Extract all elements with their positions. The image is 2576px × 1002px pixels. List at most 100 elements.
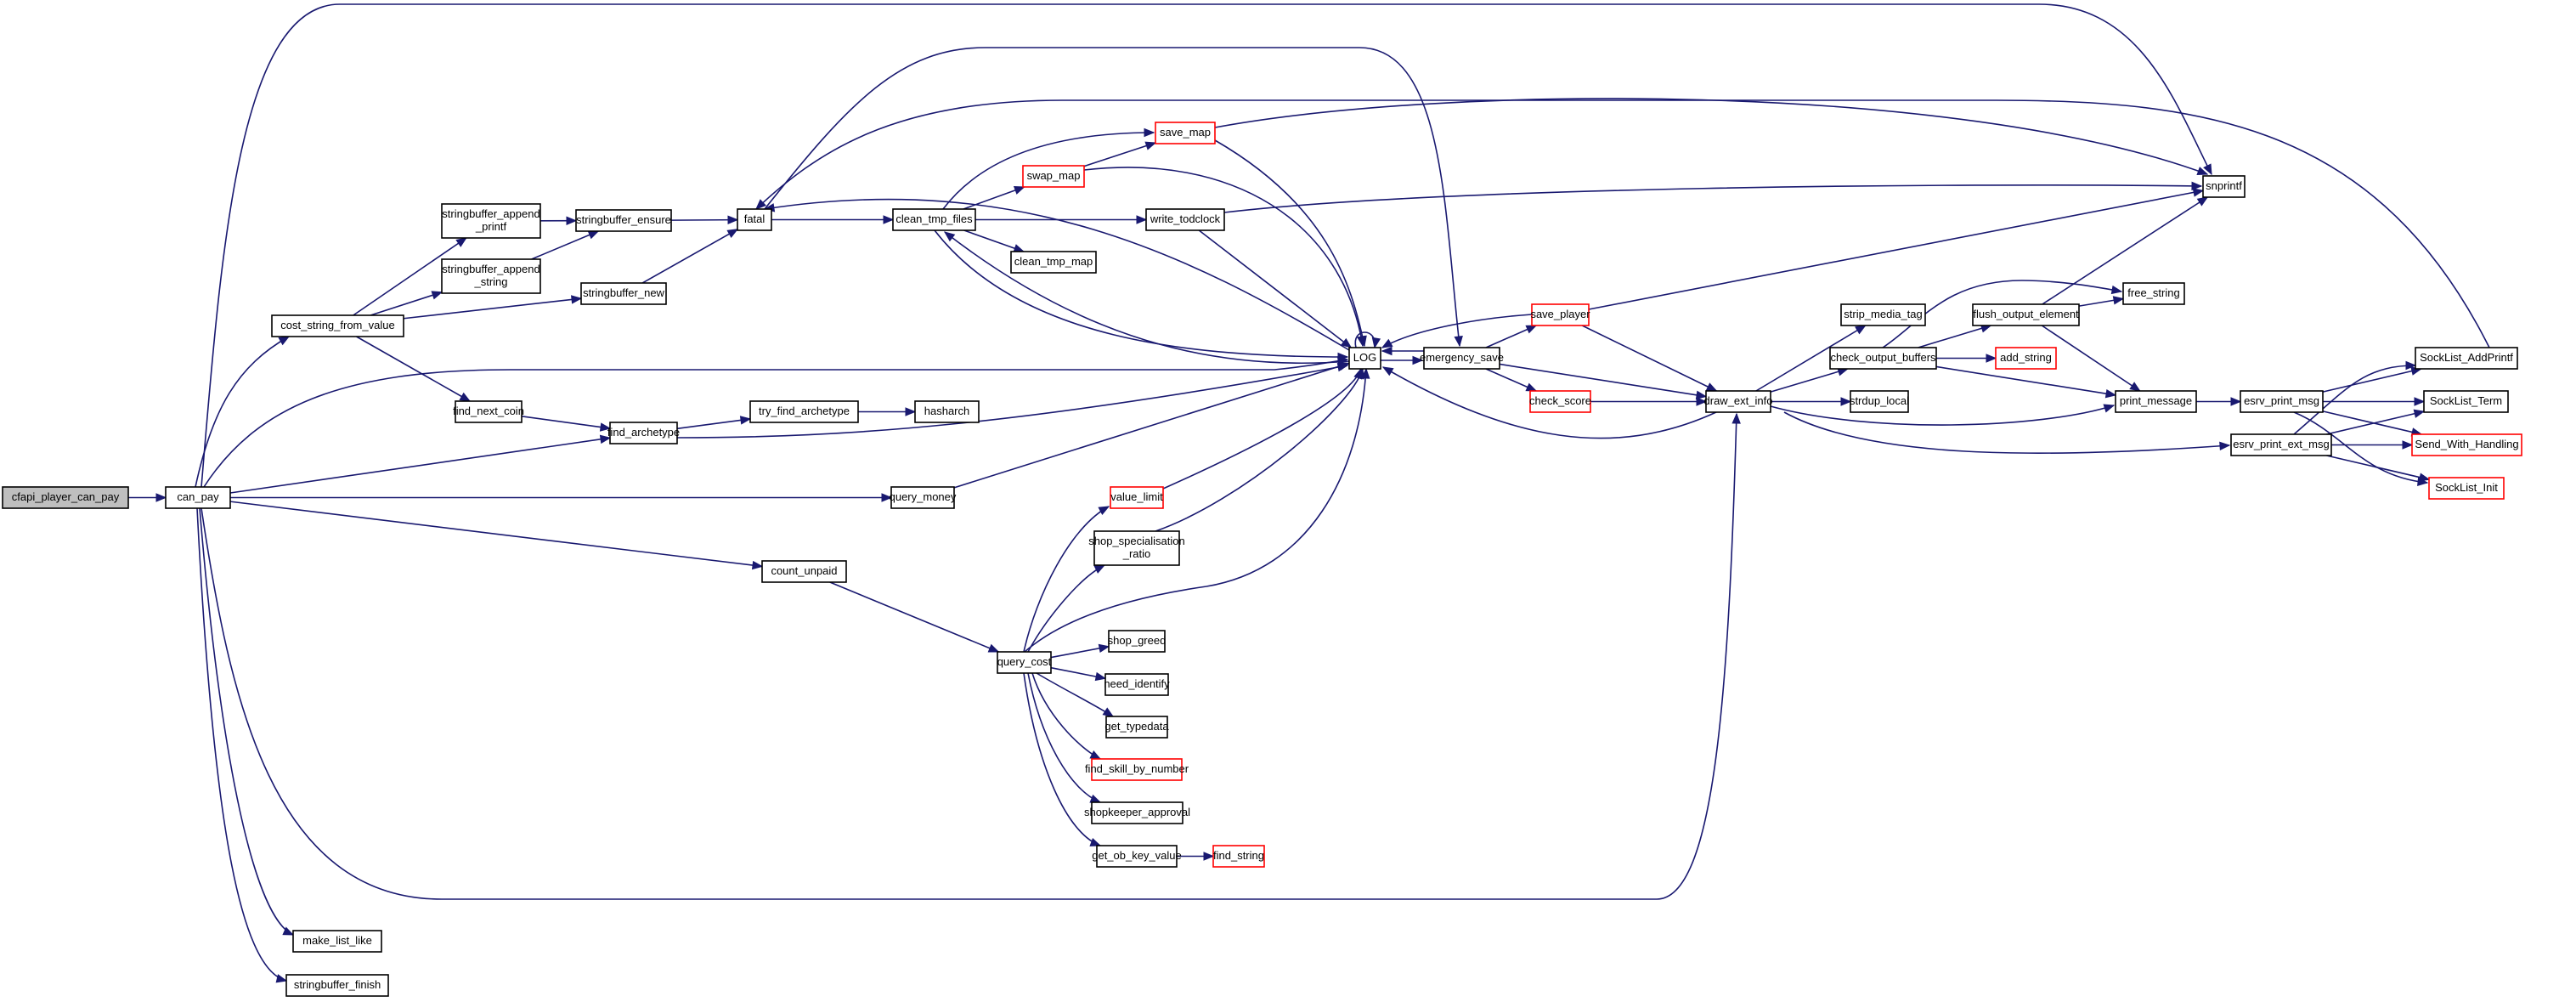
node-box[interactable] [271, 314, 404, 337]
node-stringbuffer-ensure[interactable]: stringbuffer_ensure [575, 209, 672, 232]
node-box[interactable] [1105, 716, 1168, 739]
node-draw-ext-info[interactable]: draw_ext_info [1704, 390, 1773, 413]
node-snprintf[interactable]: snprintf [2202, 175, 2246, 198]
node-shop-greed[interactable]: shop_greed [1108, 630, 1167, 653]
node-box[interactable] [1022, 165, 1085, 188]
node-box[interactable] [2411, 433, 2522, 456]
node-socklist-init[interactable]: SockList_Init [2428, 477, 2505, 500]
node-value-limit[interactable]: value_limit [1110, 486, 1164, 509]
node-box[interactable] [580, 282, 667, 305]
node-check-score[interactable]: check_score [1529, 390, 1591, 413]
node-fatal[interactable]: fatal [737, 208, 772, 231]
node-clean-tmp-map[interactable]: clean_tmp_map [1010, 251, 1097, 274]
node-shop-specialisation-ratio[interactable]: shop_specialisation_ratio [1088, 530, 1185, 566]
node-stringbuffer-new[interactable]: stringbuffer_new [580, 282, 667, 305]
node-find-archetype[interactable]: find_archetype [607, 422, 680, 444]
node-box[interactable] [1145, 208, 1225, 231]
node-send-with-handling[interactable]: Send_With_Handling [2411, 433, 2522, 456]
node-stringbuffer-append-printf[interactable]: stringbuffer_append_printf [441, 203, 541, 239]
node-strdup-local[interactable]: strdup_local [1850, 390, 1909, 413]
node-need-identify[interactable]: need_identify [1104, 673, 1170, 696]
node-stringbuffer-append-string[interactable]: stringbuffer_append_string [441, 258, 541, 294]
node-save-map[interactable]: save_map [1155, 122, 1216, 144]
node-box[interactable] [1010, 251, 1097, 274]
node-box[interactable] [1531, 303, 1590, 326]
node-count-unpaid[interactable]: count_unpaid [761, 560, 847, 583]
node-box[interactable] [2415, 347, 2518, 370]
node-box[interactable] [2240, 390, 2324, 413]
node-box[interactable] [285, 974, 389, 997]
node-flush-output-element[interactable]: flush_output_element [1972, 303, 2080, 326]
node-make-list-like[interactable]: make_list_like [292, 930, 382, 953]
node-box[interactable] [1155, 122, 1216, 144]
node-check-output-buffers[interactable]: check_output_buffers [1829, 347, 1937, 370]
node-swap-map[interactable]: swap_map [1022, 165, 1085, 188]
node-box[interactable] [1096, 845, 1178, 868]
node-box[interactable] [1212, 845, 1265, 868]
node-box[interactable] [1529, 390, 1591, 413]
node-emergency-save[interactable]: emergency_save [1420, 347, 1504, 370]
node-box[interactable] [292, 930, 382, 953]
node-cfapi-player-can-pay[interactable]: cfapi_player_can_pay [2, 486, 129, 509]
node-box[interactable] [2122, 282, 2185, 305]
node-query-cost[interactable]: query_cost [997, 651, 1052, 674]
node-write-todclock[interactable]: write_todclock [1145, 208, 1225, 231]
node-box[interactable] [1104, 673, 1169, 696]
node-box[interactable] [1091, 758, 1183, 781]
node-box[interactable] [2423, 390, 2509, 413]
node-box[interactable] [1995, 347, 2057, 370]
node-stringbuffer-finish[interactable]: stringbuffer_finish [285, 974, 389, 997]
node-find-next-coin[interactable]: find_next_coin [453, 400, 524, 423]
node-box[interactable] [1840, 303, 1926, 326]
node-query-money[interactable]: query_money [890, 486, 957, 509]
node-box[interactable] [575, 209, 672, 232]
node-box[interactable] [1348, 347, 1381, 370]
node-shopkeeper-approval[interactable]: shopkeeper_approval [1084, 801, 1190, 824]
node-box[interactable] [455, 400, 523, 423]
node-box[interactable] [1093, 530, 1180, 566]
node-try-find-archetype[interactable]: try_find_archetype [749, 400, 859, 423]
node-box[interactable] [2202, 175, 2246, 198]
node-get-typedata[interactable]: get_typedata [1104, 716, 1169, 739]
node-box[interactable] [997, 651, 1052, 674]
node-socklist-addprintf[interactable]: SockList_AddPrintf [2415, 347, 2518, 370]
node-box[interactable] [609, 422, 678, 444]
node-save-player[interactable]: save_player [1530, 303, 1590, 326]
node-box[interactable] [2, 486, 129, 509]
node-free-string[interactable]: free_string [2122, 282, 2185, 305]
node-strip-media-tag[interactable]: strip_media_tag [1840, 303, 1926, 326]
node-box[interactable] [1110, 486, 1164, 509]
node-box[interactable] [892, 208, 976, 231]
node-cost-string-from-value[interactable]: cost_string_from_value [271, 314, 404, 337]
node-box[interactable] [165, 486, 231, 509]
node-box[interactable] [1705, 390, 1771, 413]
node-log[interactable]: LOG [1348, 347, 1381, 370]
node-box[interactable] [737, 208, 772, 231]
node-can-pay[interactable]: can_pay [165, 486, 231, 509]
node-box[interactable] [1850, 390, 1909, 413]
node-esrv-print-ext-msg[interactable]: esrv_print_ext_msg [2230, 433, 2332, 456]
node-box[interactable] [1972, 303, 2080, 326]
node-hasharch[interactable]: hasharch [914, 400, 980, 423]
node-find-string[interactable]: find_string [1212, 845, 1265, 868]
node-find-skill-by-number[interactable]: find_skill_by_number [1085, 758, 1189, 781]
node-box[interactable] [761, 560, 847, 583]
node-socklist-term[interactable]: SockList_Term [2423, 390, 2509, 413]
node-box[interactable] [441, 258, 541, 294]
node-box[interactable] [1091, 801, 1183, 824]
node-box[interactable] [2230, 433, 2332, 456]
node-clean-tmp-files[interactable]: clean_tmp_files [892, 208, 976, 231]
node-box[interactable] [749, 400, 859, 423]
node-box[interactable] [890, 486, 955, 509]
node-add-string[interactable]: add_string [1995, 347, 2057, 370]
node-box[interactable] [441, 203, 541, 239]
node-box[interactable] [2115, 390, 2197, 413]
node-box[interactable] [914, 400, 980, 423]
node-box[interactable] [1108, 630, 1166, 653]
node-esrv-print-msg[interactable]: esrv_print_msg [2240, 390, 2324, 413]
node-print-message[interactable]: print_message [2115, 390, 2197, 413]
node-box[interactable] [1423, 347, 1500, 370]
node-box[interactable] [2428, 477, 2505, 500]
node-box[interactable] [1829, 347, 1937, 370]
node-get-ob-key-value[interactable]: get_ob_key_value [1092, 845, 1182, 868]
